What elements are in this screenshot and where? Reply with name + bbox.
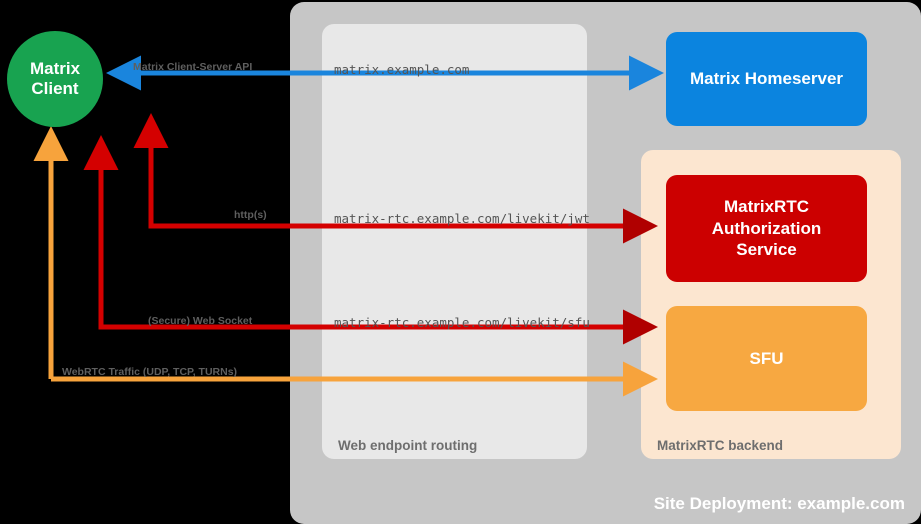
node-matrix-client[interactable]: Matrix Client [7, 31, 103, 127]
edge-websocket [83, 135, 658, 345]
node-matrix-homeserver[interactable]: Matrix Homeserver [666, 32, 867, 126]
web-endpoint-routing-label: Web endpoint routing [338, 438, 478, 453]
edge-jwt [133, 113, 658, 244]
node-sfu[interactable]: SFU [666, 306, 867, 411]
edge-webrtc [33, 126, 658, 397]
auth-service-label-line1: MatrixRTC [723, 196, 809, 216]
site-deployment-label: Site Deployment: example.com [653, 494, 905, 513]
matrixrtc-backend-label: MatrixRTC backend [657, 438, 784, 453]
node-matrixrtc-authorization-service[interactable]: MatrixRTC Authorization Service [666, 175, 867, 282]
edge-label-https: http(s) [234, 209, 267, 221]
matrix-client-label-line2: Client [31, 79, 79, 98]
edge-label-webrtc: WebRTC Traffic (UDP, TCP, TURNs) [62, 366, 238, 378]
edge-label-client-server-api: Matrix Client-Server API [133, 61, 253, 73]
auth-service-label-line3: Service [736, 240, 797, 260]
web-endpoint-routing-panel [322, 24, 587, 459]
endpoint-label-jwt: matrix-rtc.example.com/livekit/jwt [334, 211, 590, 226]
edge-label-websocket: (Secure) Web Socket [148, 315, 253, 327]
auth-service-label-line2: Authorization [711, 218, 822, 238]
matrix-client-label-line1: Matrix [29, 58, 81, 78]
homeserver-label: Matrix Homeserver [689, 69, 844, 88]
sfu-label: SFU [749, 348, 784, 368]
endpoint-label-sfu: matrix-rtc.example.com/livekit/sfu [334, 315, 590, 330]
endpoint-label-matrix: matrix.example.com [334, 62, 470, 77]
